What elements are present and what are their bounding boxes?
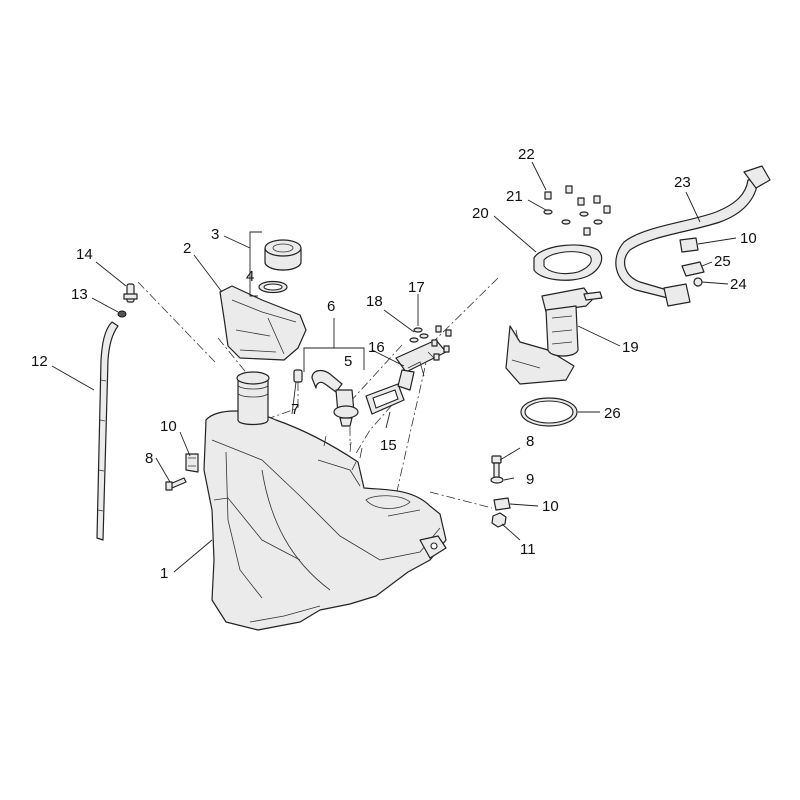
- callout-21: 21: [506, 188, 523, 205]
- leader-lines: [51, 161, 737, 573]
- part-12-breather-hose: [96, 321, 119, 541]
- part-10-clip-right: [493, 497, 511, 511]
- callout-22: 22: [518, 146, 535, 163]
- part-13-clip: [117, 310, 127, 318]
- callout-1: 1: [160, 565, 168, 582]
- callout-26: 26: [604, 405, 621, 422]
- callout-12: 12: [31, 353, 48, 370]
- part-21-washers: [543, 209, 603, 225]
- callout-5: 5: [344, 353, 352, 370]
- callout-10-hose: 10: [740, 230, 757, 247]
- part-18-washers: [409, 327, 429, 343]
- callout-11: 11: [520, 541, 536, 558]
- callout-7: 7: [291, 401, 299, 418]
- part-15-gasket: [365, 383, 405, 415]
- part-16-level-sender: [395, 339, 447, 391]
- part-26-o-ring: [520, 397, 578, 427]
- callout-24: 24: [730, 276, 747, 293]
- callout-20: 20: [472, 205, 489, 222]
- part-22-screws: [544, 185, 611, 236]
- part-6-group-bracket: [303, 318, 365, 372]
- assembly-lines: [137, 277, 499, 509]
- callout-10-right: 10: [542, 498, 559, 515]
- part-9-washer: [490, 476, 504, 484]
- part-14-vent-valve: [123, 283, 138, 303]
- part-17-screws: [431, 325, 452, 361]
- part-23-fuel-hose: [615, 165, 771, 307]
- part-1-fuel-tank: [203, 371, 447, 631]
- callout-13: 13: [71, 286, 88, 303]
- part-5-rollover-valve: [311, 369, 359, 427]
- callout-8-left: 8: [145, 450, 153, 467]
- part-25-hose-clamp: [681, 261, 705, 277]
- part-7-connector: [293, 369, 303, 383]
- part-20-flange: [533, 244, 603, 281]
- callout-14: 14: [76, 246, 93, 263]
- callout-3: 3: [211, 226, 219, 243]
- callout-19: 19: [622, 339, 639, 356]
- callout-15: 15: [380, 437, 397, 454]
- callout-18: 18: [366, 293, 383, 310]
- part-10-clip-hose: [679, 237, 699, 253]
- callout-25: 25: [714, 253, 731, 270]
- part-8-bolt-left: [165, 477, 187, 491]
- callout-17: 17: [408, 279, 425, 296]
- part-11-nut: [491, 512, 507, 528]
- callout-9: 9: [526, 471, 534, 488]
- callout-23: 23: [674, 174, 691, 191]
- callout-6: 6: [327, 298, 335, 315]
- part-19-fuel-pump: [505, 287, 603, 385]
- callout-4: 4: [246, 268, 254, 285]
- part-24-nut: [693, 277, 703, 287]
- callout-10-left: 10: [160, 418, 177, 435]
- part-3-fuel-cap: [264, 239, 302, 271]
- part-3-group-bracket: [249, 231, 262, 297]
- callout-8-right: 8: [526, 433, 534, 450]
- callout-2: 2: [183, 240, 191, 257]
- part-4-cap-seal: [258, 280, 288, 294]
- callout-16: 16: [368, 339, 385, 356]
- part-2-filler-cover: [219, 285, 307, 361]
- part-10-clip-left: [185, 453, 199, 473]
- part-8-bolt-right: [491, 455, 502, 480]
- callout-labels: 1 2 3 4 5 6 7 8 8 9 10 10 10 11 12 13 14…: [31, 146, 757, 582]
